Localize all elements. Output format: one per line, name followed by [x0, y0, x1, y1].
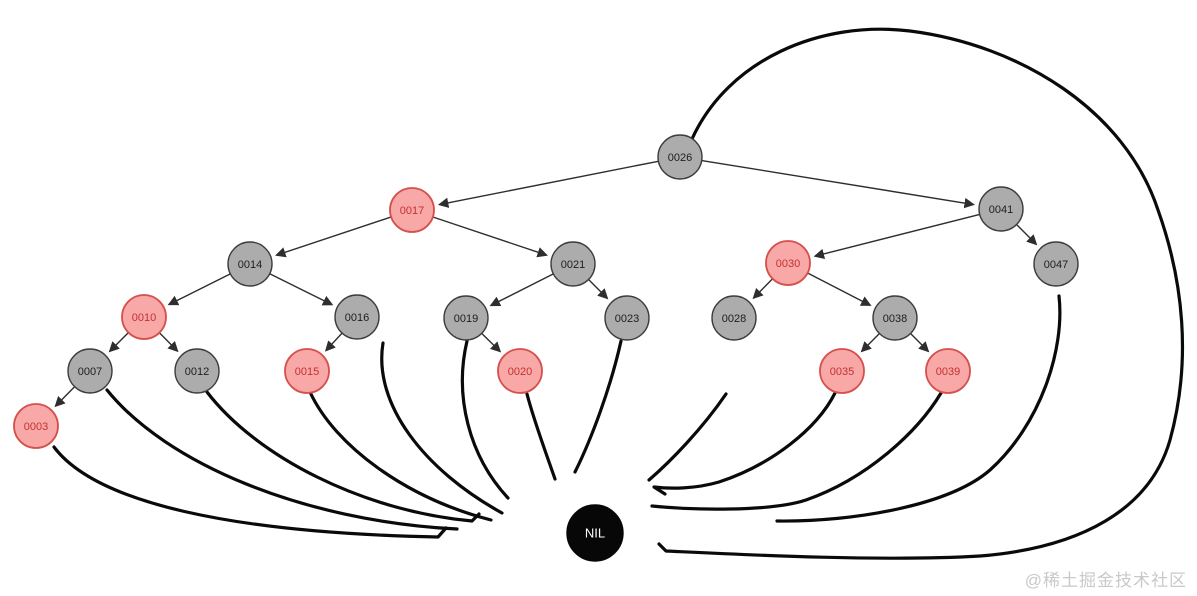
tree-node-0012: 0012 — [174, 348, 220, 394]
nil-pointer-curve-0023 — [573, 339, 623, 474]
tree-node-label-0010: 0010 — [132, 312, 156, 324]
tree-node-0023: 0023 — [604, 295, 650, 341]
nil-pointer-curve-0019 — [460, 339, 510, 500]
tree-node-label-0014: 0014 — [238, 259, 262, 271]
tree-node-0041: 0041 — [978, 186, 1024, 232]
tree-edge-0016-0015 — [324, 332, 343, 352]
nil-pointer-curve-0020 — [525, 392, 557, 481]
tree-node-circle-0015 — [284, 348, 330, 394]
nil-pointer-curve-0016 — [380, 341, 504, 515]
tree-edge-0041-0030 — [813, 213, 980, 260]
tree-node-label-0030: 0030 — [776, 258, 800, 270]
nil-pointer-curve-0035 — [652, 391, 837, 496]
tree-node-0020: 0020 — [497, 348, 543, 394]
tree-node-0015: 0015 — [284, 348, 330, 394]
tree-node-0016: 0016 — [334, 294, 380, 340]
tree-edge-0014-0010 — [167, 273, 231, 306]
tree-node-circle-0021 — [550, 241, 596, 287]
tree-node-circle-0007 — [67, 348, 113, 394]
tree-node-0021: 0021 — [550, 241, 596, 287]
tree-node-0047: 0047 — [1033, 241, 1079, 287]
nil-pointer-curve-0015 — [308, 390, 493, 522]
tree-node-circle-0014 — [227, 241, 273, 287]
tree-node-NIL: NIL — [566, 504, 624, 562]
tree-node-label-0041: 0041 — [989, 204, 1013, 216]
tree-node-circle-0020 — [497, 348, 543, 394]
tree-edge-0017-0014 — [275, 216, 392, 258]
tree-edge-0041-0047 — [1016, 224, 1038, 246]
tree-node-circle-0039 — [925, 348, 971, 394]
nil-pointer-curve-0012 — [205, 390, 481, 523]
tree-node-circle-0012 — [174, 348, 220, 394]
tree-node-circle-0017 — [389, 187, 435, 233]
tree-node-label-0028: 0028 — [722, 313, 746, 325]
tree-edge-0019-0020 — [481, 332, 502, 353]
tree-node-0014: 0014 — [227, 241, 273, 287]
tree-node-label-0012: 0012 — [185, 366, 209, 378]
tree-node-label-0017: 0017 — [400, 205, 424, 217]
tree-node-label-0021: 0021 — [561, 259, 585, 271]
tree-node-0017: 0017 — [389, 187, 435, 233]
tree-node-0028: 0028 — [711, 295, 757, 341]
tree-node-circle-0019 — [443, 295, 489, 341]
tree-node-label-0020: 0020 — [508, 366, 532, 378]
tree-edge-0010-0012 — [158, 332, 179, 353]
tree-edge-0007-0003 — [54, 386, 76, 408]
nil-pointer-curve-0039 — [650, 391, 943, 511]
tree-node-circle-0026 — [657, 134, 703, 180]
nil-pointer-curve-0007 — [105, 388, 459, 531]
tree-node-label-0003: 0003 — [24, 421, 48, 433]
tree-node-0007: 0007 — [67, 348, 113, 394]
nil-pointer-curve-0047 — [775, 294, 1062, 523]
nil-pointer-curve-0028 — [647, 392, 728, 482]
tree-edge-0030-0038 — [807, 272, 872, 306]
tree-node-circle-0047 — [1033, 241, 1079, 287]
watermark: @稀土掘金技术社区 — [1024, 571, 1187, 590]
tree-node-label-0039: 0039 — [936, 366, 960, 378]
tree-edge-0030-0028 — [752, 278, 774, 300]
tree-edge-0026-0041 — [701, 159, 975, 209]
tree-edge-0021-0019 — [489, 273, 554, 307]
tree-node-0026: 0026 — [657, 134, 703, 180]
tree-node-0035: 0035 — [819, 348, 865, 394]
tree-node-label-0026: 0026 — [668, 152, 692, 164]
tree-node-circle-0038 — [872, 295, 918, 341]
tree-node-circle-0028 — [711, 295, 757, 341]
tree-edge-0017-0021 — [432, 216, 548, 258]
tree-edge-0026-0017 — [437, 160, 659, 208]
tree-node-circle-0035 — [819, 348, 865, 394]
tree-node-label-0047: 0047 — [1044, 259, 1068, 271]
tree-node-label-NIL: NIL — [585, 526, 605, 541]
tree-node-0039: 0039 — [925, 348, 971, 394]
tree-node-label-0019: 0019 — [454, 313, 478, 325]
tree-node-circle-0010 — [121, 294, 167, 340]
tree-node-label-0038: 0038 — [883, 313, 907, 325]
tree-node-label-0015: 0015 — [295, 366, 319, 378]
tree-edge-0014-0016 — [269, 273, 334, 306]
tree-node-0019: 0019 — [443, 295, 489, 341]
tree-edge-0038-0035 — [860, 333, 880, 353]
tree-node-circle-0003 — [13, 403, 59, 449]
nil-pointer-curve-0003 — [52, 445, 448, 539]
tree-node-circle-0023 — [604, 295, 650, 341]
tree-node-circle-0041 — [978, 186, 1024, 232]
tree-node-label-0016: 0016 — [345, 312, 369, 324]
tree-node-0010: 0010 — [121, 294, 167, 340]
nil-pointer-curve-0026 — [657, 27, 1185, 560]
tree-node-0003: 0003 — [13, 403, 59, 449]
tree-node-circle-0030 — [765, 240, 811, 286]
tree-node-label-0023: 0023 — [615, 313, 639, 325]
tree-node-0030: 0030 — [765, 240, 811, 286]
tree-node-label-0035: 0035 — [830, 366, 854, 378]
tree-edge-0010-0007 — [108, 332, 129, 353]
tree-node-circle-NIL — [566, 504, 624, 562]
tree-edge-0021-0023 — [588, 279, 609, 300]
tree-node-label-0007: 0007 — [78, 366, 102, 378]
tree-edge-0038-0039 — [910, 333, 930, 353]
tree-node-circle-0016 — [334, 294, 380, 340]
tree-node-0038: 0038 — [872, 295, 918, 341]
